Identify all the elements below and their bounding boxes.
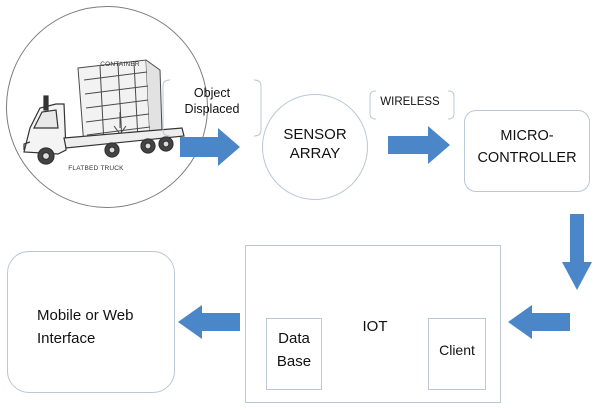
right-bracket-object bbox=[253, 79, 262, 137]
microcontroller-label: MICRO- CONTROLLER bbox=[464, 127, 590, 167]
edge-label-line1: Object bbox=[193, 86, 231, 100]
sensor-array-label: SENSOR ARRAY bbox=[262, 126, 368, 164]
arrow-micro-down bbox=[562, 214, 592, 290]
left-bracket-wireless bbox=[369, 90, 377, 120]
sensor-array-node bbox=[262, 94, 368, 200]
right-bracket-wireless bbox=[447, 90, 455, 120]
mobile-web-node bbox=[7, 251, 175, 393]
arrow-vehicle-to-sensor bbox=[180, 128, 240, 166]
edge-label-line2: Displaced bbox=[184, 101, 240, 116]
arrow-iot-to-mobile bbox=[178, 305, 240, 339]
database-node bbox=[266, 318, 322, 390]
container-label: CONTAINER bbox=[100, 61, 140, 68]
client-label: Client bbox=[439, 342, 475, 358]
mobile-web-label: Mobile or Web Interface bbox=[7, 304, 175, 351]
mobile-label-line2: Interface bbox=[37, 330, 96, 348]
iot-label: IOT bbox=[362, 318, 388, 335]
arrow-sensor-to-micro bbox=[388, 126, 450, 164]
edge-label-object-displaced: Object Displaced bbox=[172, 86, 252, 117]
micro-label-line1: MICRO- bbox=[500, 128, 554, 144]
sensor-label-line2: ARRAY bbox=[289, 144, 341, 162]
database-label-line1: Data bbox=[278, 330, 310, 347]
microcontroller-node bbox=[464, 110, 590, 192]
sensor-label-line1: SENSOR bbox=[283, 126, 347, 143]
left-bracket-object bbox=[162, 79, 171, 137]
container-icon bbox=[77, 59, 163, 147]
mobile-label-line1: Mobile or Web bbox=[37, 307, 134, 324]
truck-icon bbox=[23, 95, 185, 165]
truck-label: FLATBED TRUCK bbox=[68, 165, 124, 172]
edge-label-wireless: WIRELESS bbox=[380, 96, 440, 108]
database-label: Data Base bbox=[266, 328, 322, 373]
client-node bbox=[428, 318, 486, 390]
micro-label-line2: CONTROLLER bbox=[477, 150, 577, 167]
database-label-line2: Base bbox=[276, 352, 312, 370]
arrow-to-iot bbox=[508, 305, 570, 339]
